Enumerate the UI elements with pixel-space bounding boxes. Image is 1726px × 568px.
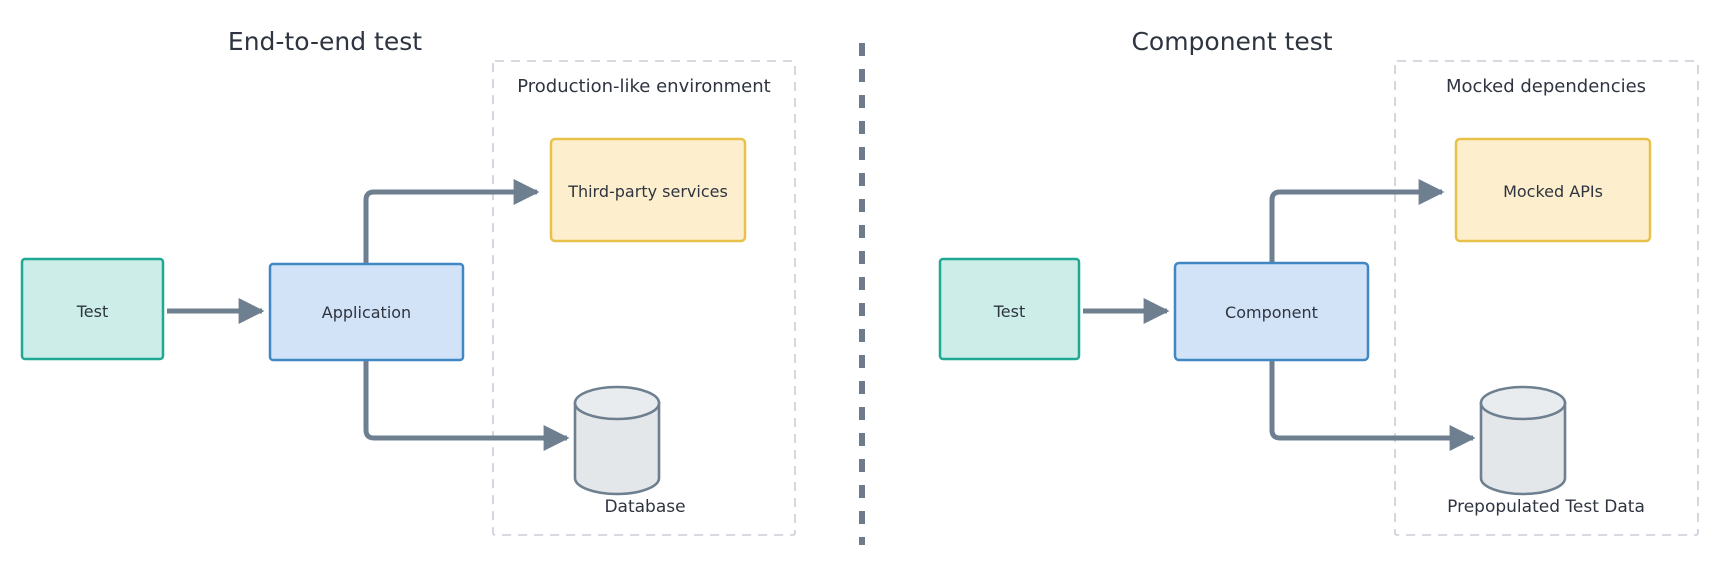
edge-component-to-mocked-apis — [1269, 179, 1445, 263]
node-third-party-services[interactable]: Third-party services — [549, 137, 747, 243]
node-component-label: Component — [1225, 303, 1318, 322]
node-prepopulated-test-data-top[interactable] — [1479, 385, 1567, 421]
node-application[interactable]: Application — [268, 262, 465, 362]
node-prepopulated-test-data-label: Prepopulated Test Data — [1447, 497, 1645, 517]
node-test-left-rect[interactable] — [20, 257, 165, 361]
node-test-left-label: Test — [76, 302, 109, 321]
panel-title-end-to-end: End-to-end test — [228, 27, 422, 56]
node-database[interactable]: Database — [573, 385, 686, 517]
panel-end-to-end: End-to-end test Production-like environm… — [20, 27, 796, 536]
node-component-rect[interactable] — [1173, 261, 1370, 362]
node-database-label: Database — [604, 497, 685, 517]
node-application-label: Application — [322, 303, 411, 322]
node-third-party-services-rect[interactable] — [549, 137, 747, 243]
edge-component-to-prepopulated — [1269, 360, 1476, 451]
node-component[interactable]: Component — [1173, 261, 1370, 362]
group-label-mocked-dependencies: Mocked dependencies — [1446, 76, 1646, 97]
node-test-right-rect[interactable] — [938, 257, 1081, 361]
panel-component: Component test Mocked dependencies Test … — [938, 27, 1699, 536]
edge-application-to-third-party — [363, 179, 540, 264]
panel-title-component: Component test — [1131, 27, 1332, 56]
node-database-top[interactable] — [573, 385, 661, 421]
node-mocked-apis-label: Mocked APIs — [1503, 182, 1603, 201]
node-test-left[interactable]: Test — [20, 257, 165, 361]
node-application-rect[interactable] — [268, 262, 465, 362]
node-test-right[interactable]: Test — [938, 257, 1081, 361]
group-box-production-like — [492, 60, 796, 536]
node-prepopulated-test-data-body[interactable] — [1479, 401, 1567, 496]
group-box-mocked-dependencies — [1394, 60, 1699, 536]
group-label-production-like: Production-like environment — [517, 76, 770, 97]
edge-application-to-database — [363, 360, 570, 451]
node-prepopulated-test-data[interactable]: Prepopulated Test Data — [1447, 385, 1645, 517]
node-mocked-apis-rect[interactable] — [1454, 137, 1652, 243]
node-test-right-label: Test — [993, 302, 1026, 321]
node-database-body[interactable] — [573, 401, 661, 496]
node-third-party-services-label: Third-party services — [567, 182, 728, 201]
node-mocked-apis[interactable]: Mocked APIs — [1454, 137, 1652, 243]
